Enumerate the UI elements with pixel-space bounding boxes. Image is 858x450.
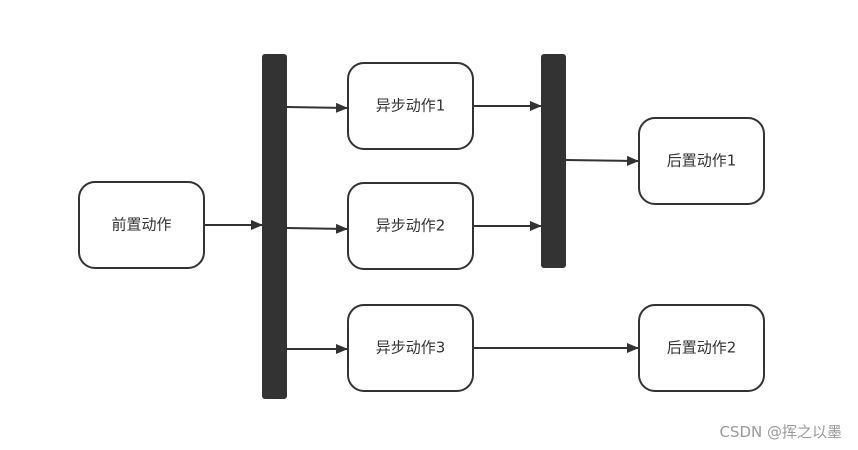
- node-async-action-3-label: 异步动作3: [376, 339, 446, 357]
- node-async-action-2: 异步动作2: [347, 182, 474, 270]
- node-async-action-2-box: [347, 182, 474, 270]
- node-post-action-2-box: [638, 304, 765, 392]
- node-post-action-2: 后置动作2: [638, 304, 765, 392]
- node-pre-action-label: 前置动作: [111, 216, 171, 234]
- node-async-action-3: 异步动作3: [347, 304, 474, 392]
- node-async-action-1-box: [347, 62, 474, 150]
- node-post-action-2-label: 后置动作2: [667, 339, 737, 357]
- edge-fork-to-async-1: [286, 102, 348, 113]
- fork-bar: [262, 54, 287, 399]
- node-async-action-1: 异步动作1: [347, 62, 474, 150]
- node-post-action-1-label: 后置动作1: [667, 152, 737, 170]
- node-post-action-1: 后置动作1: [638, 117, 765, 205]
- edge-join-to-post-1: [565, 155, 639, 166]
- watermark: CSDN @挥之以墨: [719, 423, 842, 441]
- node-post-action-1-box: [638, 117, 765, 205]
- node-pre-action-box: [78, 181, 205, 269]
- node-pre-action: 前置动作: [78, 181, 205, 269]
- node-async-action-1-label: 异步动作1: [376, 97, 446, 115]
- join-bar: [541, 54, 566, 268]
- node-async-action-3-box: [347, 304, 474, 392]
- edge-fork-to-async-2: [286, 223, 348, 234]
- node-async-action-2-label: 异步动作2: [376, 217, 446, 235]
